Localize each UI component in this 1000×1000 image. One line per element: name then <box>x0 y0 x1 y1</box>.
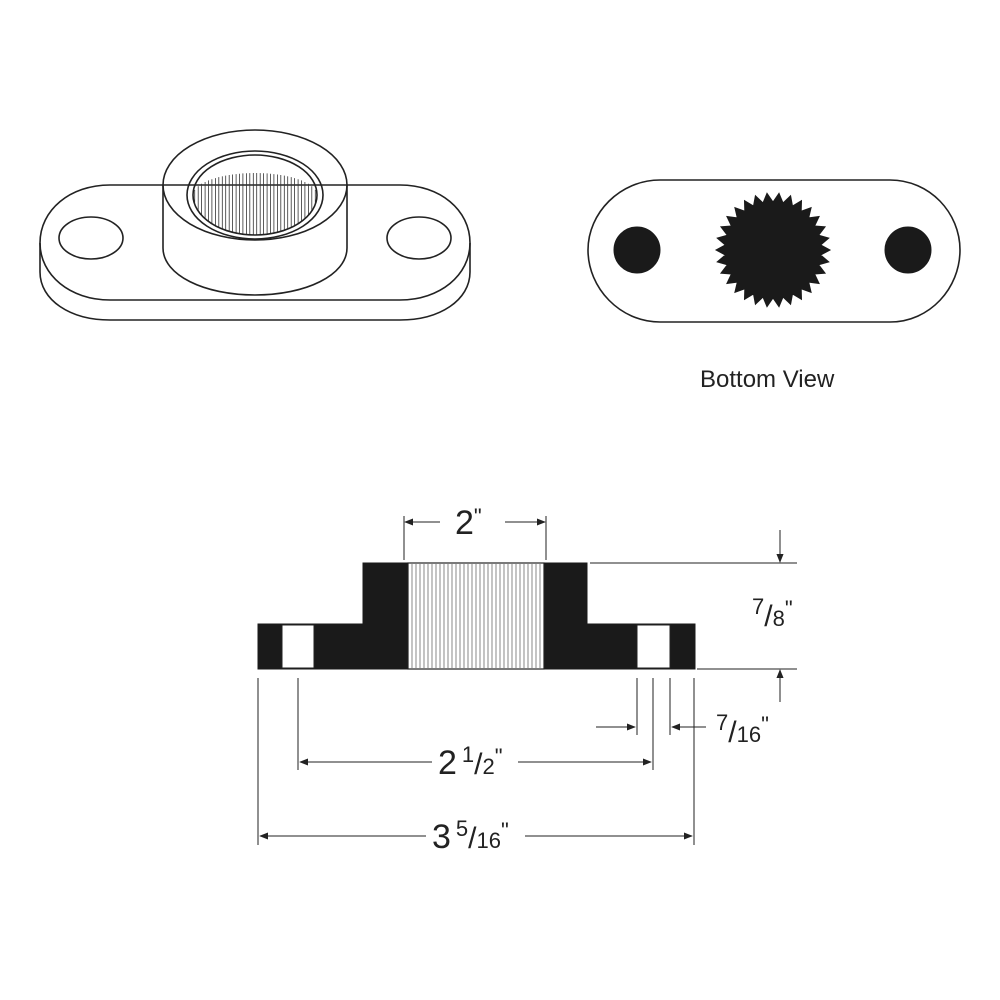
height-dimension: 7/8" <box>752 596 793 632</box>
bore-value: 2 <box>455 504 474 542</box>
section-view <box>257 516 797 845</box>
spacing-slash: / <box>474 748 483 781</box>
bore-outer <box>186 150 324 240</box>
bore-ribs <box>411 564 541 668</box>
overall-slash: / <box>468 822 477 855</box>
spacing-whole: 2 <box>438 744 457 782</box>
height-den: 8 <box>772 606 785 631</box>
bottom-hole-left <box>613 226 661 274</box>
overall-num: 5 <box>455 816 469 841</box>
bore-unit: " <box>473 504 482 529</box>
iso-hole-right <box>386 216 452 260</box>
overall-unit: " <box>501 818 509 843</box>
spacing-den: 2 <box>482 754 495 779</box>
overall-den: 16 <box>476 828 501 853</box>
height-unit: " <box>784 596 793 621</box>
overall-whole: 3 <box>432 818 451 856</box>
hole-den: 16 <box>736 722 762 747</box>
section-hole-right <box>636 624 671 669</box>
hub-right-wall <box>543 562 588 670</box>
bore-splines <box>194 173 316 235</box>
hole-unit: " <box>761 712 769 737</box>
section-hole-left <box>281 624 315 669</box>
height-slash: / <box>764 600 773 633</box>
bottom-plate-outline <box>587 179 961 323</box>
spline-gear-icon <box>714 192 832 308</box>
spacing-num: 1 <box>461 742 475 767</box>
bottom-view <box>587 179 961 323</box>
hole-dimension: 7/16" <box>716 712 769 748</box>
hub-top <box>162 129 348 241</box>
isometric-view <box>39 129 471 321</box>
base-plate-top <box>39 184 471 301</box>
height-num: 7 <box>752 594 765 619</box>
bore-teeth-ring <box>192 154 318 236</box>
bore-dimension: 2" <box>455 504 482 542</box>
spacing-unit: " <box>494 744 503 769</box>
hub-cylinder <box>162 185 348 296</box>
hole-slash: / <box>728 716 737 749</box>
hole-num: 7 <box>716 710 729 735</box>
iso-hole-left <box>58 216 124 260</box>
bottom-view-label: Bottom View <box>700 366 835 393</box>
hub-left-wall <box>362 562 409 670</box>
bottom-hole-right <box>884 226 932 274</box>
base-plate-side <box>39 243 471 321</box>
